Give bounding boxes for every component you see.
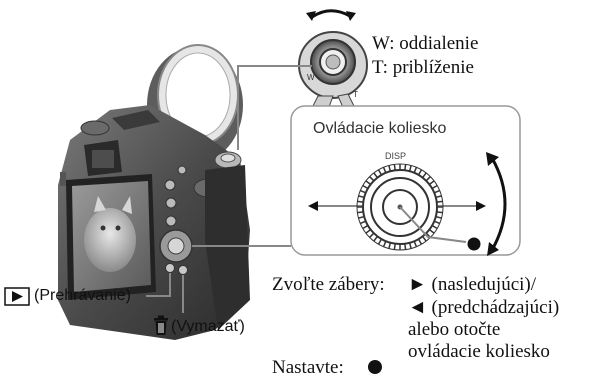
camera-delete-btn bbox=[179, 266, 188, 275]
zoom-t-label: T: priblíženie bbox=[372, 57, 474, 79]
disp-label: DISP bbox=[385, 151, 406, 161]
prev-line: ◄ (predchádzajúci) bbox=[408, 297, 559, 319]
wheel-line: ovládacie koliesko bbox=[408, 341, 550, 363]
next-line: ► (nasledujúci)/ bbox=[408, 274, 536, 296]
camera-playback-btn bbox=[166, 264, 175, 273]
select-prefix: Zvoľte zábery: bbox=[272, 274, 385, 296]
confirm-dot-icon bbox=[368, 360, 382, 374]
delete-label: (Vymazať) bbox=[171, 318, 245, 336]
zoom-w-label: W: oddialenie bbox=[372, 33, 478, 55]
control-wheel-title: Ovládacie koliesko bbox=[313, 120, 446, 138]
zoom-rotate-arrow bbox=[312, 11, 350, 17]
center-dot-icon bbox=[468, 238, 481, 251]
playback-label: (Prehrávanie) bbox=[34, 287, 131, 305]
cat-image bbox=[84, 208, 136, 272]
confirm-label: Nastavte: bbox=[272, 357, 344, 379]
or-line: alebo otočte bbox=[408, 319, 500, 341]
zoom-t-mark: T bbox=[353, 90, 358, 99]
zoom-w-mark: W bbox=[307, 73, 315, 82]
